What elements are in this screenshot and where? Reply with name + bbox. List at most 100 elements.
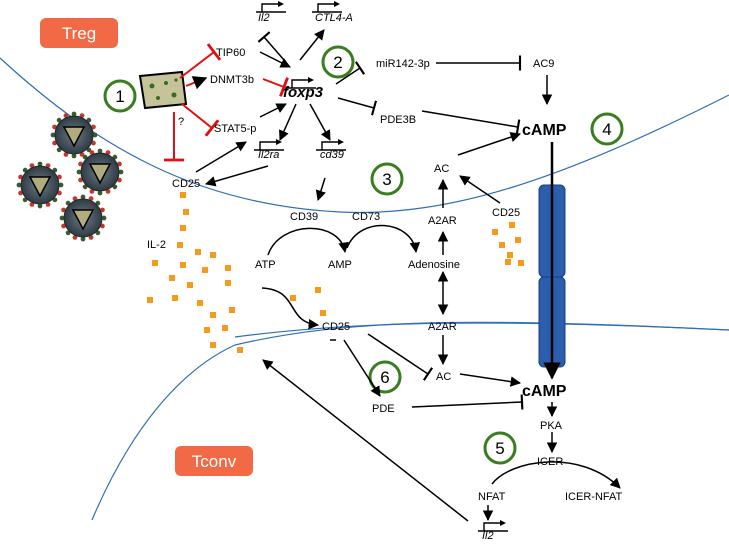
label-icer: ICER	[537, 456, 563, 468]
gene-foxp3: foxp3	[283, 84, 324, 101]
tconv-label: Tconv	[192, 452, 237, 471]
il2-dot	[147, 297, 153, 303]
step-6-marker: 6	[368, 360, 402, 394]
stat5-to-foxp3	[259, 103, 287, 118]
pde3b-inhibit-camp	[421, 110, 521, 135]
il2-dot	[499, 242, 505, 248]
tss-glyph-3	[286, 79, 316, 89]
il2-dot	[237, 347, 243, 353]
il2-dot	[180, 262, 186, 268]
foxp3-inhibit-mir142	[335, 61, 366, 85]
label-pde: PDE	[372, 403, 395, 415]
label-camp-top: cAMP	[522, 122, 567, 139]
il2-dot	[183, 209, 189, 215]
pde-inhibit-camp	[411, 394, 524, 410]
label-cd73: CD73	[352, 211, 380, 223]
step-6-number: 6	[380, 368, 389, 387]
cd39-gene-to-cd39	[315, 177, 326, 202]
label-pde3b: PDE3B	[380, 114, 416, 126]
il2-dot	[172, 295, 178, 301]
il2-dot	[515, 237, 521, 243]
label-amp: AMP	[328, 259, 352, 271]
il2-dot	[180, 192, 186, 198]
foxp3-inhibit-il2	[257, 31, 285, 61]
il2-dot	[177, 242, 183, 248]
il2-dot	[509, 222, 515, 228]
atp-to-amp	[267, 227, 349, 256]
gene-il2ra: Il2ra	[258, 149, 279, 161]
dnmt3b-inhibit-foxp3	[262, 77, 289, 97]
cd25-to-stat5	[195, 141, 247, 173]
il2-dot	[492, 229, 498, 235]
activate-dnmt3b	[185, 76, 208, 90]
inhibit-stat5	[181, 103, 220, 137]
gene-tss-glyphs	[254, 1, 508, 532]
il2-dot	[290, 295, 296, 301]
il2-dot	[210, 252, 216, 258]
label-nfat: NFAT	[478, 491, 506, 503]
step-1-number: 1	[115, 87, 124, 106]
label-adenosine: Adenosine	[408, 259, 460, 271]
label-ac-bottom: AC	[436, 371, 451, 383]
step-5-marker: 5	[483, 431, 517, 465]
label-dnmt3b: DNMT3b	[210, 74, 254, 86]
label-ac-top: AC	[434, 163, 449, 175]
il2-dot	[152, 260, 158, 266]
virus-particles	[16, 111, 124, 242]
foxp3-to-cd39	[309, 103, 331, 141]
label-pka: PKA	[540, 420, 563, 432]
label-a2ar-bottom: A2AR	[428, 321, 457, 333]
step-4-marker: 4	[590, 112, 624, 146]
step-1-marker: 1	[103, 79, 137, 113]
cd25-to-pde	[343, 339, 381, 397]
tss-glyph-5	[316, 141, 346, 151]
label-il2: IL-2	[147, 239, 166, 251]
label-cd25-right: CD25	[492, 207, 520, 219]
il2-dot	[180, 225, 186, 231]
il2-dot	[210, 312, 216, 318]
il2-dots	[147, 192, 524, 353]
il2ra-to-cd25	[204, 165, 269, 187]
treg-label: Treg	[62, 24, 96, 43]
tss-glyph-4	[254, 141, 284, 151]
gene-cd39: cd39	[320, 149, 344, 161]
tss-arrowhead-4	[276, 139, 282, 145]
label-atp: ATP	[255, 259, 276, 271]
il2-dot	[210, 342, 216, 348]
cd25-inhibit-ac	[367, 333, 434, 381]
il2-dot	[197, 300, 203, 306]
il2-dot	[225, 265, 231, 271]
tss-glyph-6	[478, 522, 508, 532]
il2-dot	[222, 325, 228, 331]
foxp3-to-il2ra	[279, 103, 297, 141]
il2-dot	[169, 275, 175, 281]
tss-arrowhead-1	[278, 1, 284, 7]
il2-secretion	[262, 359, 469, 522]
label-stat5p: STAT5-p	[214, 123, 256, 135]
il2-dot	[505, 259, 511, 265]
il2-dot	[518, 260, 524, 266]
step-2-number: 2	[333, 53, 342, 72]
step-3-number: 3	[382, 170, 391, 189]
il2-dot	[202, 267, 208, 273]
label-icer-nfat: ICER-NFAT	[565, 491, 623, 503]
step-4-number: 4	[602, 120, 611, 139]
foxp3-to-ctl4a	[299, 29, 325, 61]
ac-to-camp-top	[457, 132, 521, 156]
amp-to-adenosine	[346, 224, 421, 254]
label-a2ar-top: A2AR	[428, 215, 457, 227]
tss-glyph-2	[312, 3, 342, 13]
cd25-right-to-ac	[459, 175, 501, 204]
virus-particle-icon	[59, 194, 107, 242]
tss-arrowhead-3	[308, 77, 314, 83]
tss-arrowhead-5	[338, 139, 344, 145]
label-cd39: CD39	[290, 211, 318, 223]
tconv-membrane-upper	[234, 322, 729, 338]
il2-dot	[225, 280, 231, 286]
il2-dot	[507, 252, 513, 258]
tip60-to-foxp3	[259, 51, 291, 68]
step-5-number: 5	[495, 439, 504, 458]
il2-to-cd25	[261, 287, 320, 330]
